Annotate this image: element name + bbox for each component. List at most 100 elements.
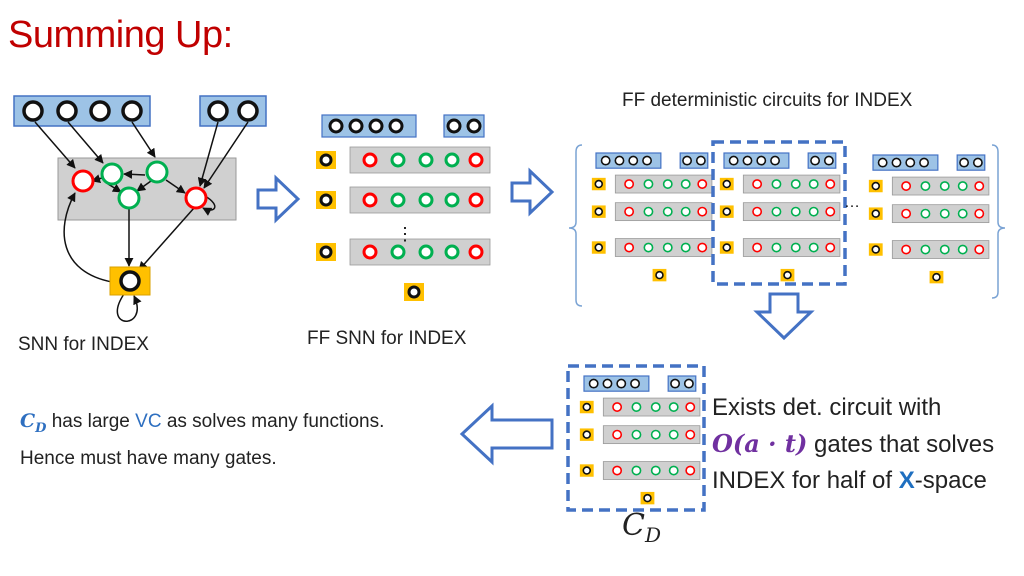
det-a-layer-node bbox=[662, 206, 673, 217]
det-b-layer-node bbox=[771, 206, 782, 217]
ffsnn-vdots: ⋮ bbox=[396, 224, 414, 244]
det-b-output-node bbox=[783, 270, 792, 280]
ff-snn-diagram bbox=[316, 114, 491, 301]
det-b-layer-node bbox=[752, 179, 763, 189]
det-b-layer-node bbox=[825, 179, 836, 189]
det-c-layer-node bbox=[920, 244, 931, 255]
det-c-layer-node bbox=[957, 181, 968, 191]
ffsnn-layer-node bbox=[390, 152, 406, 168]
left-brace bbox=[568, 144, 583, 307]
snn-diagram bbox=[13, 95, 267, 322]
det-b-layer-node bbox=[808, 179, 819, 189]
det-c-layer-node bbox=[939, 244, 950, 255]
ffsnn-layer-node bbox=[418, 152, 434, 168]
exists-line-3: INDEX for half of X-space bbox=[712, 463, 994, 499]
order-expression: O(a · t) bbox=[712, 429, 808, 458]
vc-line-2: Hence must have many gates. bbox=[20, 447, 277, 469]
right-brace bbox=[991, 144, 1006, 299]
det-b-input-node bbox=[770, 155, 780, 166]
ffsnn-layer-node bbox=[362, 152, 378, 168]
cd-layer-node bbox=[685, 429, 696, 440]
cd-input-node bbox=[588, 378, 599, 389]
cd-layer-node bbox=[668, 429, 679, 440]
cd-layer-node bbox=[612, 402, 623, 412]
exists-line-2: O(a · t) gates that solves bbox=[712, 426, 994, 463]
ffsnn-layer-node bbox=[444, 192, 460, 208]
cd-layer-node bbox=[650, 429, 661, 440]
vc-text-part1: has large bbox=[51, 411, 130, 432]
det-b-index-node bbox=[823, 155, 834, 166]
det-b-layer-node bbox=[790, 206, 801, 217]
det-a-input-node bbox=[614, 155, 625, 166]
vc-text-part2: as solves many functions. bbox=[166, 411, 385, 432]
det-c-layer-node bbox=[920, 181, 931, 191]
cd-gate-node bbox=[582, 466, 592, 475]
det-circuits bbox=[591, 152, 990, 284]
snn-hidden-nodes bbox=[71, 160, 208, 210]
det-c-gate-node bbox=[871, 181, 881, 191]
det-c-input-node bbox=[919, 157, 929, 168]
det-a-gate-node bbox=[594, 243, 604, 252]
det-b-input-node bbox=[728, 155, 739, 166]
ffsnn-input-node bbox=[328, 118, 344, 134]
ffsnn-layer-node bbox=[468, 152, 484, 168]
cd-gate-node bbox=[582, 402, 592, 412]
vc-line-1: CD has large VC as solves many functions… bbox=[20, 406, 384, 444]
cd-layer-node bbox=[612, 429, 623, 440]
arrow-snn-to-ffsnn bbox=[256, 174, 301, 224]
ffsnn-layer-node bbox=[362, 192, 378, 208]
det-a-layer-node bbox=[643, 179, 654, 189]
exists-statement: Exists det. circuit with O(a · t) gates … bbox=[712, 390, 994, 499]
det-b-layer-node bbox=[752, 206, 763, 217]
det-a-gate-node bbox=[594, 207, 604, 216]
det-c-layer-node bbox=[974, 208, 985, 219]
cd-layer-node bbox=[612, 465, 623, 476]
cd-layer-node bbox=[631, 402, 642, 412]
selected-circuit-dashed-box bbox=[711, 140, 847, 286]
det-a-output-node bbox=[655, 270, 664, 280]
det-c-gate-node bbox=[871, 209, 881, 218]
ffsnn-layer-node bbox=[418, 192, 434, 208]
det-c-layer-node bbox=[920, 208, 931, 219]
cd-dashed-box bbox=[566, 364, 706, 512]
cd-input-node bbox=[602, 378, 613, 389]
det-c-layer-node bbox=[901, 244, 912, 255]
det-a-layer-node bbox=[680, 206, 691, 217]
cd-layer-node bbox=[650, 402, 661, 412]
arrow-left bbox=[459, 402, 554, 466]
det-a-index-node bbox=[682, 155, 693, 166]
det-a-layer-node bbox=[680, 242, 691, 253]
cd-layer-node bbox=[685, 402, 696, 412]
exists-line-1: Exists det. circuit with bbox=[712, 394, 942, 421]
cd-label: CD bbox=[622, 508, 662, 547]
det-b-gate-node bbox=[722, 207, 732, 216]
det-c-layer-node bbox=[974, 181, 985, 191]
snn-edges bbox=[34, 121, 249, 322]
cd-output-node bbox=[643, 493, 652, 503]
ffsnn-gate-node bbox=[319, 193, 333, 207]
cd-layer-node bbox=[650, 465, 661, 476]
det-c-layer-node bbox=[974, 244, 985, 255]
det-c-gate-node bbox=[871, 245, 881, 254]
ffsnn-index-node bbox=[446, 118, 462, 134]
det-c-input-node bbox=[877, 157, 888, 168]
det-a-input-node bbox=[642, 155, 652, 166]
det-a-layer-node bbox=[680, 179, 691, 189]
cd-circuit bbox=[579, 375, 701, 505]
det-a-layer-node bbox=[697, 242, 708, 253]
det-c-layer-node bbox=[939, 181, 950, 191]
det-c-layer-node bbox=[957, 208, 968, 219]
det-a-input-node bbox=[628, 155, 639, 166]
det-b-layer-node bbox=[825, 242, 836, 253]
det-c-index-node bbox=[972, 157, 983, 168]
ff-det-bracket-group bbox=[568, 144, 1006, 307]
cd-input-node bbox=[616, 378, 627, 389]
ffsnn-input-node bbox=[388, 118, 404, 134]
exists-line-3-suffix: -space bbox=[914, 467, 987, 494]
det-c-input-node bbox=[905, 157, 916, 168]
det-b-layer-node bbox=[752, 242, 763, 253]
cd-layer-node bbox=[685, 465, 696, 476]
det-a-gate-node bbox=[594, 179, 604, 189]
det-c-layer-node bbox=[901, 208, 912, 219]
